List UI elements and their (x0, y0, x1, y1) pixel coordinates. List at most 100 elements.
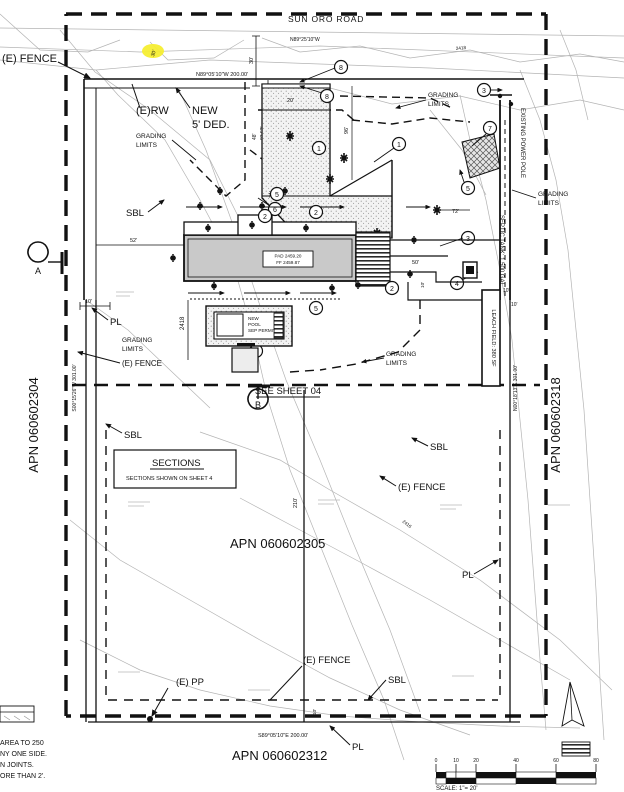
label-grading-limits-lc1: GRADING (386, 351, 416, 358)
hatch-legend-swatch (561, 741, 591, 757)
retaining-wall-hatch (355, 231, 391, 287)
north-arrow (561, 681, 585, 727)
highlight-mark (142, 44, 164, 58)
scale-bar: 0 10 20 40 60 80 SCALE: 1"= 20' (435, 758, 599, 792)
pool-label-3: SEP PERMIT (248, 328, 276, 333)
survey-ticks (116, 113, 570, 691)
pole-dot2 (508, 101, 514, 107)
bearing-bottom: S89°05'10"E 200.00' (258, 733, 308, 739)
callout-3b-bubble (460, 230, 476, 246)
leader-sbl-2 (105, 423, 123, 434)
utility-corridor (499, 100, 511, 300)
callout-8b: 8 (325, 94, 329, 101)
dim-10-septic: 10' (420, 282, 426, 288)
dim-20: 20' (287, 98, 294, 104)
driveway-paving (261, 83, 393, 239)
bearing-left: S00°15'26"W 301.00' (72, 364, 78, 411)
leader-pl-1 (91, 307, 109, 321)
apn-right: APN 060602318 (548, 377, 563, 472)
pad-elev-line1: PAD 2459.20 (275, 254, 302, 259)
grading-limit-line-lower (289, 300, 421, 373)
leader-pl-2 (473, 559, 499, 575)
scale-tick-80: 80 (593, 758, 599, 764)
label-grading-limits-lc2: LIMITS (386, 360, 408, 367)
scale-tick-0: 0 (435, 758, 438, 764)
label-grading-limits-ul2: LIMITS (136, 142, 158, 149)
leader-e-fence-bottom (269, 665, 303, 701)
callout-1a-bubble (311, 140, 327, 156)
dim-72: 72' (452, 209, 459, 215)
label-grading-limits-l2: LIMITS (122, 346, 144, 353)
pad-elevation-box: PAD 2459.20 FF 2459.87 (262, 250, 314, 268)
label-e-pp: (E) PP (176, 677, 204, 688)
leader-e-fence-left (77, 350, 121, 364)
pool-block (205, 305, 293, 373)
callout-5-bubble (460, 180, 476, 196)
label-grading-limits-ul1: GRADING (136, 133, 166, 140)
sections-title: SECTIONS (152, 458, 201, 469)
dim-52: 52' (130, 238, 137, 244)
callout-5c-bubble (308, 300, 324, 316)
apn-left: APN 060602304 (26, 377, 41, 472)
dim-96: 96' (344, 127, 350, 134)
dim-210: 210' (293, 498, 299, 508)
scale-tick-40: 40 (513, 758, 519, 764)
label-existing-power-pole: EXISTING POWER POLE (519, 108, 525, 178)
callout-7-bubble (482, 120, 498, 136)
callout-3a: 3 (482, 88, 486, 95)
callout-8b-bubble (319, 88, 335, 104)
pad-elev-line2: FF 2459.87 (276, 260, 300, 265)
dim-10-right: 10' (503, 288, 510, 294)
callout-5: 5 (466, 186, 470, 193)
utility-box-inner (466, 266, 474, 274)
callout-7: 7 (488, 126, 492, 133)
dim-50: 50' (412, 260, 419, 266)
scale-tick-20: 20 (473, 758, 479, 764)
leader-grading-lc (361, 357, 385, 364)
scale-label: SCALE: 1"= 20' (436, 786, 477, 792)
label-new-ded-1: NEW (192, 105, 218, 117)
label-e-fence-bottom: (E) FENCE (303, 655, 351, 666)
apn-main: APN 060602305 (230, 536, 325, 551)
dim-vertical-top (252, 35, 260, 87)
leader-callout-1b (373, 147, 395, 163)
property-boundary (64, 12, 548, 718)
label-e-fence-lr: (E) FENCE (398, 482, 446, 493)
label-leach-field: LEACH FIELD: 380 SF (490, 309, 496, 367)
contour-label-2418b: 2418 (456, 45, 467, 51)
see-sheet-note: SEE SHEET 04 (255, 386, 321, 397)
septic-piping (390, 239, 500, 301)
label-grading-limits-tc1: GRADING (428, 92, 458, 99)
callout-4: 4 (455, 281, 459, 288)
callout-5b-bubble (269, 186, 285, 202)
sections-note-box: SECTIONS SECTIONS SHOWN ON SHEET 4 (113, 449, 237, 489)
label-pl-3: PL (352, 742, 364, 753)
corner-note-3: N JOINTS. (0, 762, 34, 769)
corner-note-1: AREA TO 250 (0, 740, 44, 747)
bearing-right: N00°18'13"E 301.00' (513, 365, 519, 411)
callout-5c: 5 (314, 306, 318, 313)
leader-callout-6 (257, 197, 271, 207)
callout-4-bubble (449, 275, 465, 291)
callout-2c-bubble (384, 280, 400, 296)
dim-10-bottom: 10' (312, 709, 318, 715)
dim-48-label: 48' (252, 133, 258, 140)
lower-parcel-lines (85, 300, 520, 723)
leach-field-box (481, 289, 501, 387)
callout-1b: 1 (397, 142, 401, 149)
section-marker-b: B (247, 384, 270, 410)
callout-5b: 5 (275, 192, 279, 199)
apn-bottom: APN 060602312 (232, 748, 327, 763)
leader-sbl-3 (411, 437, 429, 447)
top-row-line (84, 87, 250, 300)
leader-e-fence-lr (379, 475, 397, 487)
leader-e-fence-top (57, 61, 91, 79)
leader-sbl-4 (367, 679, 387, 701)
highlight-text: 30' (150, 49, 158, 57)
pole-dot (497, 93, 503, 99)
background-contours (0, 13, 624, 761)
bearing-top: N89°05'10"W 200.00' (196, 72, 248, 78)
label-grading-limits-tc2: LIMITS (428, 101, 450, 108)
leader-grading-ul (171, 139, 197, 161)
